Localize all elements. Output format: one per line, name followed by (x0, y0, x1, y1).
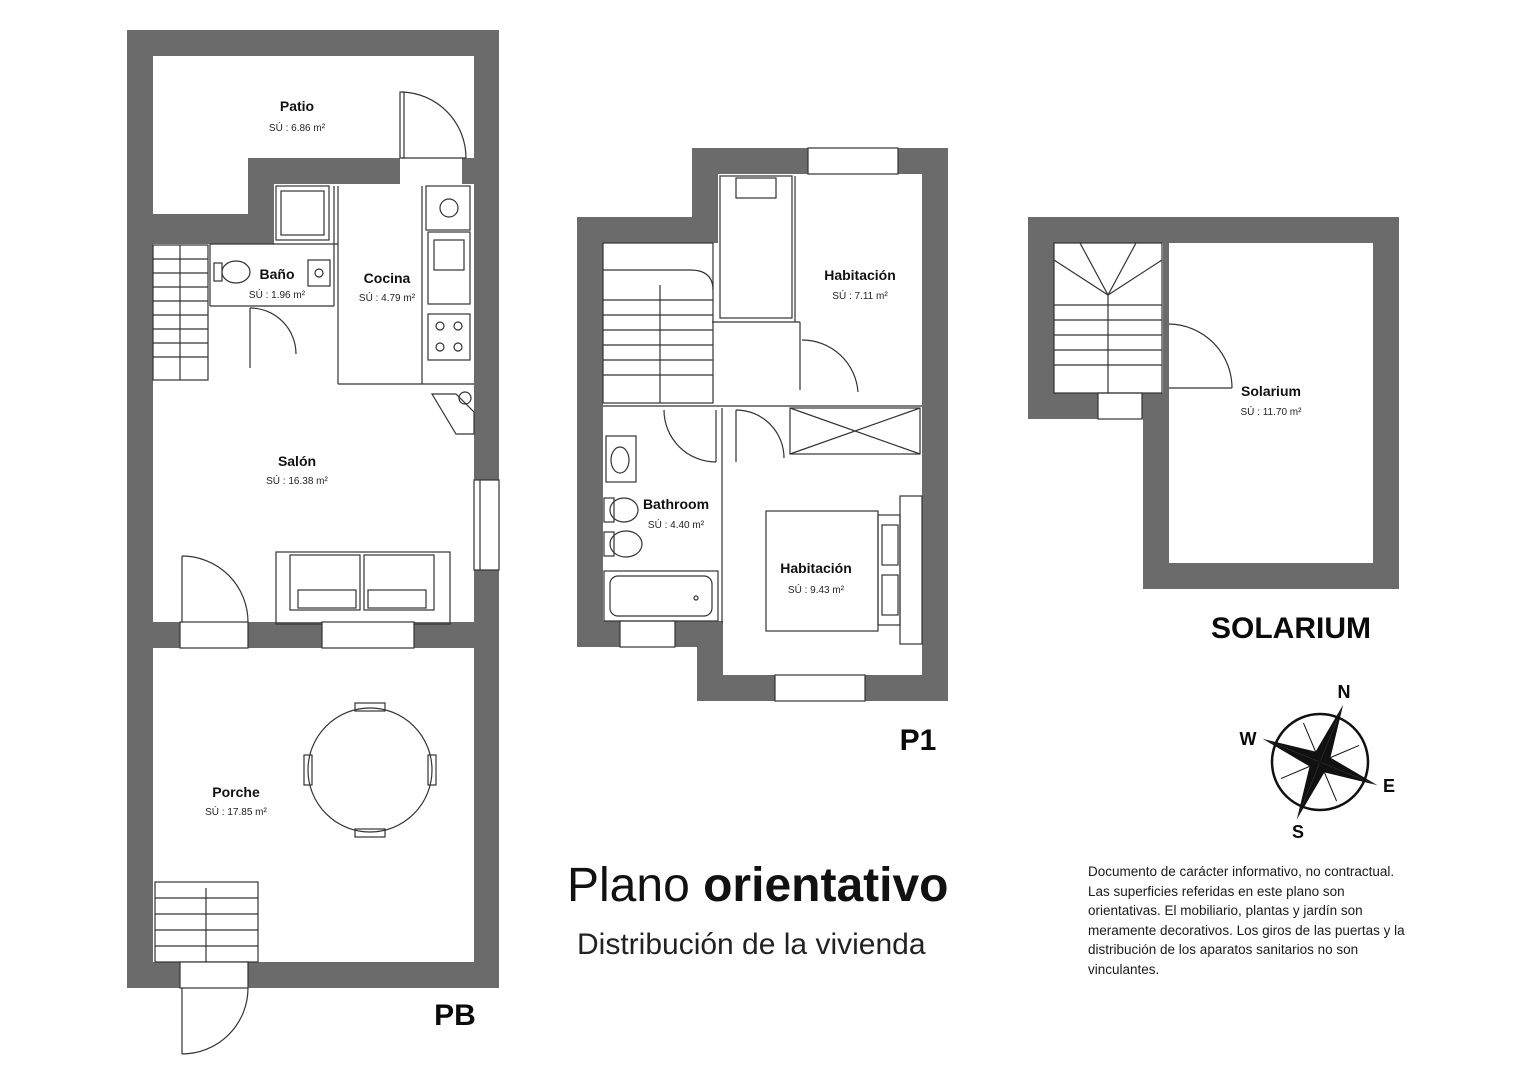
compass-icon (1262, 704, 1378, 820)
page-subtitle: Distribución de la vivienda (577, 928, 926, 961)
room-area-habitacion-2: SÚ : 9.43 m² (788, 583, 845, 596)
room-name-bathroom: Bathroom (643, 496, 709, 512)
floor-label-p1: P1 (900, 724, 937, 757)
room-name-patio: Patio (280, 98, 314, 114)
page-title: Plano orientativo (567, 862, 948, 910)
compass-south-label: S (1292, 822, 1304, 842)
compass-east-label: E (1383, 776, 1395, 796)
room-name-cocina: Cocina (364, 270, 411, 286)
solarium-details (1053, 242, 1233, 420)
floor-label-solarium: SOLARIUM (1211, 612, 1371, 645)
compass-north-label: N (1338, 682, 1351, 702)
room-name-habitacion-2: Habitación (780, 560, 852, 576)
room-name-solarium: Solarium (1241, 383, 1301, 399)
room-area-cocina: SÚ : 4.79 m² (359, 291, 416, 304)
floor-solarium (1028, 217, 1399, 589)
room-area-patio: SÚ : 6.86 m² (269, 121, 326, 134)
title-bold: orientativo (703, 859, 949, 912)
room-area-solarium: SÚ : 11.70 m² (1241, 405, 1303, 418)
room-area-porche: SÚ : 17.85 m² (205, 805, 267, 818)
room-area-bathroom: SÚ : 4.40 m² (648, 518, 705, 531)
room-area-bano: SÚ : 1.96 m² (249, 288, 306, 301)
room-name-habitacion-1: Habitación (824, 267, 896, 283)
p1-details (602, 147, 923, 702)
floor-p1 (577, 148, 948, 701)
compass-west-label: W (1240, 729, 1257, 749)
room-area-habitacion-1: SÚ : 7.11 m² (832, 289, 888, 302)
room-name-bano: Baño (260, 266, 295, 282)
disclaimer-text: Documento de carácter informativo, no co… (1088, 864, 1405, 977)
room-area-salon: SÚ : 16.38 m² (266, 474, 328, 487)
room-name-salon: Salón (278, 453, 316, 469)
title-light: Plano (567, 859, 704, 912)
room-labels: Patio SÚ : 6.86 m² Baño SÚ : 1.96 m² Coc… (205, 98, 1302, 818)
floor-label-pb: PB (434, 999, 476, 1032)
pb-details (152, 91, 500, 1055)
floor-pb (127, 30, 499, 988)
room-name-porche: Porche (212, 784, 260, 800)
